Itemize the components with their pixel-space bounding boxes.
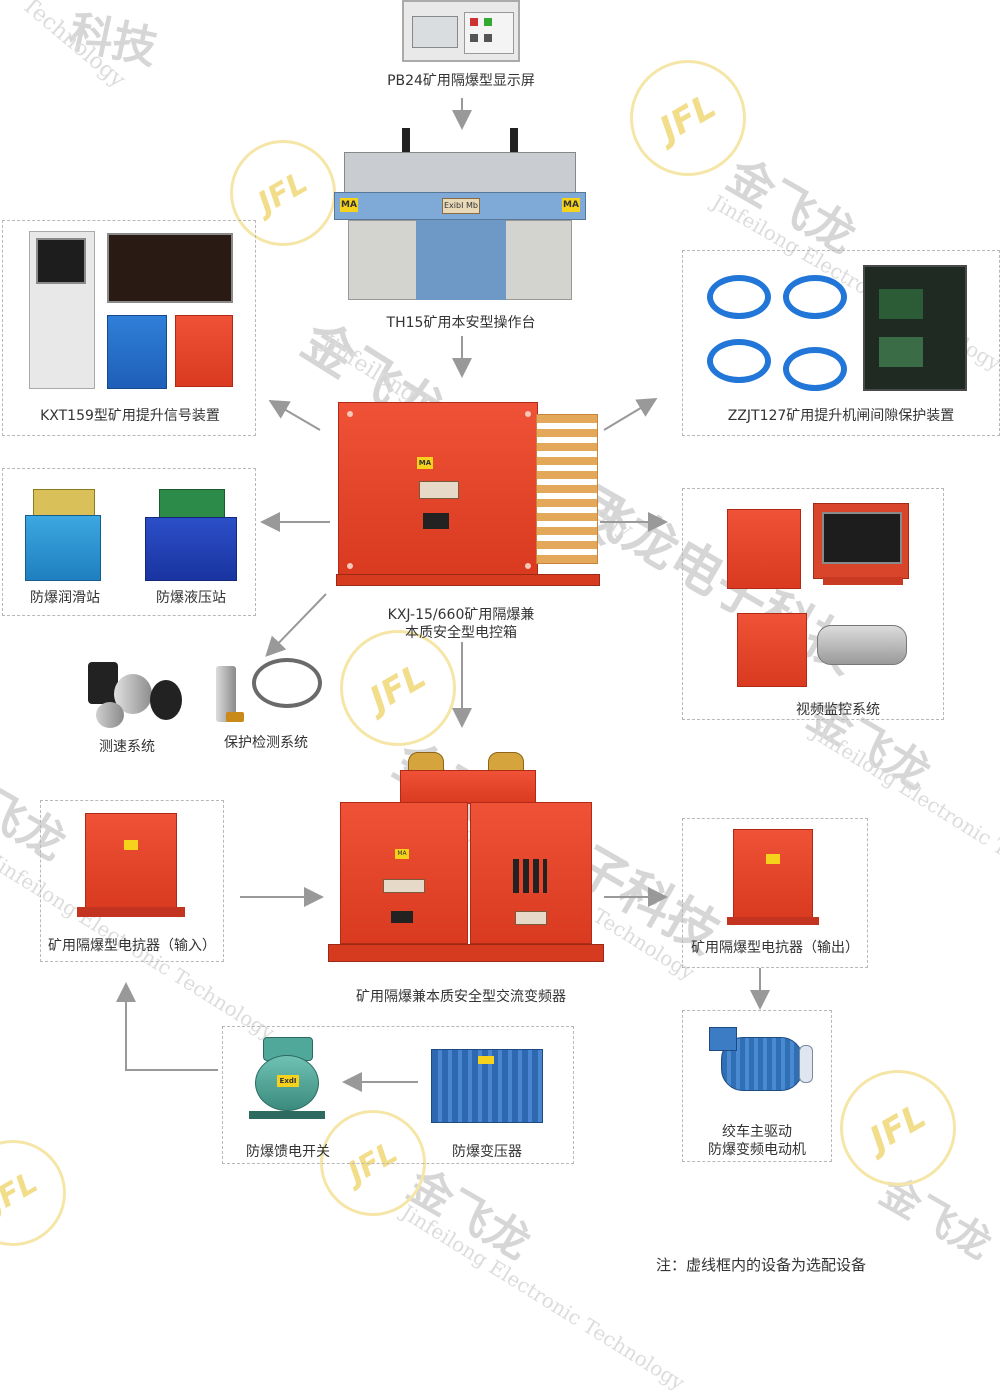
signal-device-box: KXT159型矿用提升信号装置 bbox=[2, 220, 256, 436]
signal-device-label: KXT159型矿用提升信号装置 bbox=[40, 408, 220, 424]
inverter-label: 矿用隔爆兼本质安全型交流变频器 bbox=[356, 989, 566, 1005]
signal-keypad-box bbox=[107, 315, 167, 389]
gap-protection-box: ZZJT127矿用提升机闸间隙保护装置 bbox=[682, 250, 1000, 436]
transformer-device bbox=[431, 1049, 543, 1123]
reactor-input-box: 矿用隔爆型电抗器（输入） bbox=[40, 800, 224, 962]
reactor-input-device bbox=[85, 813, 177, 909]
lubrication-station-label: 防爆润滑站 bbox=[30, 590, 100, 606]
stations-box: 防爆润滑站 防爆液压站 bbox=[2, 468, 256, 616]
arrow-controlbox-to-signal bbox=[268, 399, 321, 431]
inverter-device: MA bbox=[328, 752, 604, 968]
motor-box: 绞车主驱动 防爆变频电动机 bbox=[682, 1010, 832, 1162]
sensor-cable-coil bbox=[707, 339, 771, 383]
optional-equipment-note: 注：虚线框内的设备为选配设备 bbox=[656, 1256, 867, 1274]
lubrication-station-device bbox=[25, 489, 101, 581]
control-box-terminals bbox=[536, 414, 598, 564]
arrow-switch-to-reactor-in bbox=[116, 982, 218, 1071]
reactor-output-device bbox=[733, 829, 813, 919]
video-monitor bbox=[813, 503, 909, 579]
explosion-proof-camera bbox=[817, 625, 907, 665]
sensor-cable-coil bbox=[783, 347, 847, 391]
inverter-right-door bbox=[470, 802, 592, 944]
protection-sensor-device bbox=[212, 654, 324, 728]
sensor-cable-coil bbox=[707, 275, 771, 319]
video-system-box: 视频监控系统 bbox=[682, 488, 944, 720]
reactor-output-box: 矿用隔爆型电抗器（输出） bbox=[682, 818, 868, 968]
hydraulic-station-label: 防爆液压站 bbox=[156, 590, 226, 606]
console-label: TH15矿用本安型操作台 bbox=[386, 315, 536, 331]
control-box-base bbox=[336, 574, 600, 586]
flow-arrows bbox=[116, 98, 770, 1092]
hydraulic-station-device bbox=[145, 489, 237, 581]
feed-switch-device: ExdI bbox=[249, 1037, 325, 1119]
video-cabinet bbox=[727, 509, 801, 589]
motor-device bbox=[709, 1023, 813, 1093]
gap-protection-cabinet bbox=[863, 265, 967, 391]
video-system-label: 视频监控系统 bbox=[796, 702, 880, 718]
signal-explosion-box bbox=[175, 315, 233, 387]
control-box-label-line2: 本质安全型电控箱 bbox=[405, 625, 517, 641]
transformer-label: 防爆变压器 bbox=[452, 1144, 522, 1160]
control-box-device: MA bbox=[338, 402, 538, 576]
console-device: MA MA ExibI Mb bbox=[334, 128, 586, 308]
speed-encoders-device bbox=[84, 656, 190, 732]
gap-protection-label: ZZJT127矿用提升机闸间隙保护装置 bbox=[727, 408, 955, 424]
video-control-box bbox=[737, 613, 807, 687]
motor-label-line2: 防爆变频电动机 bbox=[708, 1142, 806, 1158]
motor-label-line1: 绞车主驱动 bbox=[722, 1124, 792, 1140]
reactor-input-label: 矿用隔爆型电抗器（输入） bbox=[48, 938, 216, 954]
signal-cabinet bbox=[29, 231, 95, 389]
speed-system-label: 测速系统 bbox=[99, 739, 155, 755]
arrow-controlbox-to-sensors bbox=[265, 593, 327, 657]
inverter-left-door: MA bbox=[340, 802, 468, 944]
display-screen-device bbox=[402, 0, 520, 62]
display-screen-node bbox=[396, 0, 526, 66]
reactor-output-label: 矿用隔爆型电抗器（输出） bbox=[691, 940, 859, 956]
control-box-label-line1: KXJ-15/660矿用隔爆兼 bbox=[387, 607, 535, 623]
display-screen-label: PB24矿用隔爆型显示屏 bbox=[387, 73, 535, 89]
sensor-cable-coil bbox=[783, 275, 847, 319]
arrow-controlbox-to-gap bbox=[603, 397, 658, 431]
power-supply-box: ExdI 防爆馈电开关 防爆变压器 bbox=[222, 1026, 574, 1164]
feed-switch-label: 防爆馈电开关 bbox=[246, 1144, 330, 1160]
signal-led-display bbox=[107, 233, 233, 303]
protection-system-label: 保护检测系统 bbox=[224, 735, 308, 751]
